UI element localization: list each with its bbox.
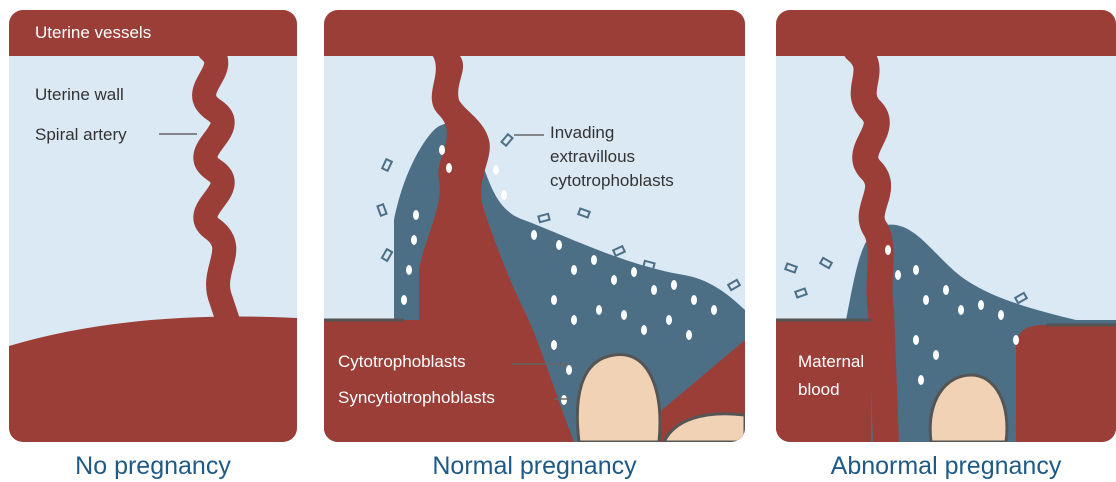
label-invading-1: Invading bbox=[550, 123, 614, 142]
caption-abnormal-pregnancy: Abnormal pregnancy bbox=[776, 452, 1116, 481]
placental-villus bbox=[577, 355, 660, 442]
label-cytotrophoblasts: Cytotrophoblasts bbox=[338, 352, 466, 371]
panel-abnormal-pregnancy: Maternal blood bbox=[776, 10, 1116, 442]
caption-no-pregnancy: No pregnancy bbox=[9, 452, 297, 481]
uterine-tissue-base bbox=[9, 317, 297, 442]
label-invading-2: extravillous bbox=[550, 147, 635, 166]
uterine-vessels-band bbox=[324, 10, 745, 56]
label-uterine-wall: Uterine wall bbox=[35, 85, 124, 104]
label-invading-3: cytotrophoblasts bbox=[550, 171, 674, 190]
label-uterine-vessels: Uterine vessels bbox=[35, 23, 151, 42]
caption-normal-pregnancy: Normal pregnancy bbox=[324, 452, 745, 481]
no-pregnancy-illustration: Uterine vessels Uterine wall Spiral arte… bbox=[9, 10, 297, 442]
abnormal-pregnancy-illustration: Maternal blood bbox=[776, 10, 1116, 442]
normal-pregnancy-illustration: Invading extravillous cytotrophoblasts C… bbox=[324, 10, 745, 442]
panel-normal-pregnancy: Invading extravillous cytotrophoblasts C… bbox=[324, 10, 745, 442]
uterine-vessels-band bbox=[776, 10, 1116, 56]
label-maternal-2: blood bbox=[798, 380, 840, 399]
panel-no-pregnancy: Uterine vessels Uterine wall Spiral arte… bbox=[9, 10, 297, 442]
label-spiral-artery: Spiral artery bbox=[35, 125, 127, 144]
label-maternal-1: Maternal bbox=[798, 352, 864, 371]
label-syncytiotrophoblasts: Syncytiotrophoblasts bbox=[338, 388, 495, 407]
